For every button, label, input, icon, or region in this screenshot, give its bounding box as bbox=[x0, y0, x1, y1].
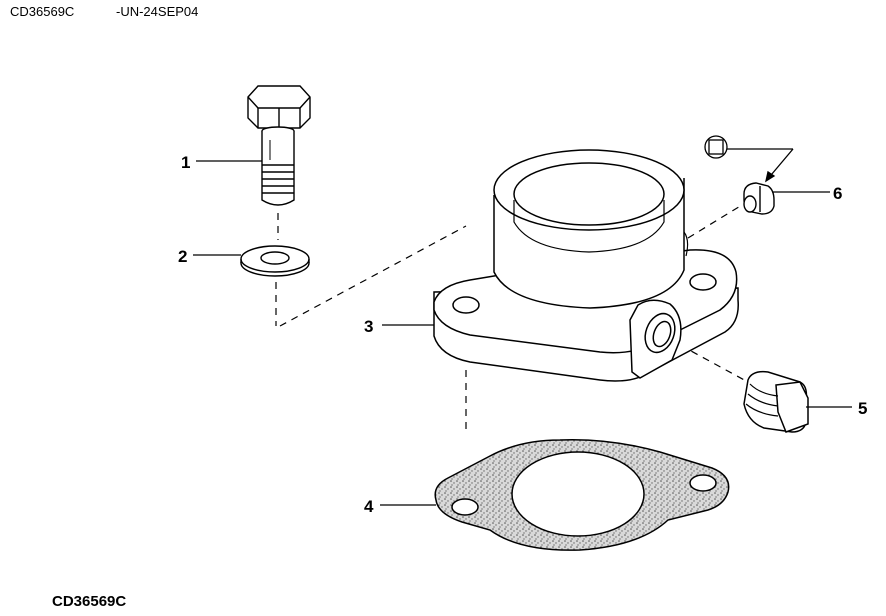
alignment-lines bbox=[275, 204, 749, 432]
sealant-symbol-icon bbox=[704, 135, 794, 183]
callout-3: 3 bbox=[364, 317, 373, 336]
header-date-code: -UN-24SEP04 bbox=[116, 4, 199, 19]
callout-5: 5 bbox=[858, 399, 867, 418]
callout-6: 6 bbox=[833, 184, 842, 203]
gasket-icon bbox=[434, 439, 730, 551]
plug-icon bbox=[743, 370, 809, 433]
callout-1: 1 bbox=[181, 153, 190, 172]
cap-screw-icon bbox=[247, 85, 311, 206]
footer-figure-code: CD36569C bbox=[52, 593, 127, 610]
header-figure-code: CD36569C bbox=[10, 4, 75, 19]
callout-4: 4 bbox=[364, 497, 374, 516]
callout-2: 2 bbox=[178, 247, 187, 266]
callout-leaders bbox=[193, 160, 852, 506]
small-plug-icon bbox=[743, 182, 775, 215]
thermostat-housing-icon bbox=[433, 149, 739, 382]
washer-icon bbox=[240, 245, 310, 277]
